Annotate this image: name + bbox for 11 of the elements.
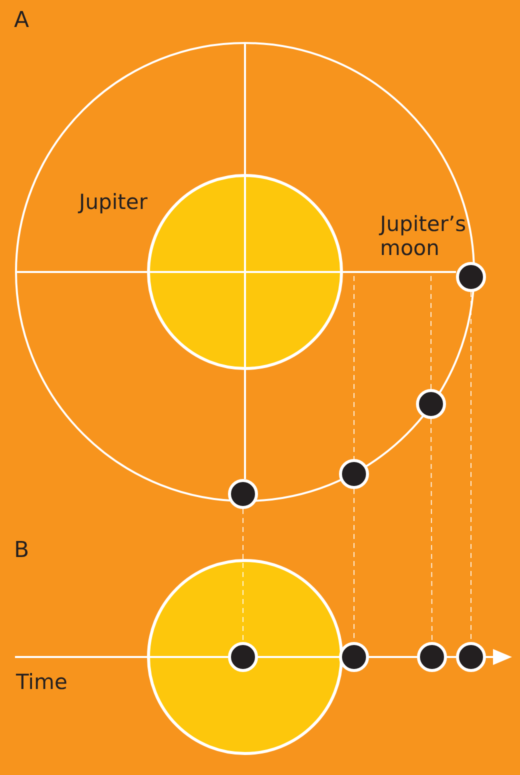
axis-line: [16, 271, 147, 273]
panel-letter: B: [14, 538, 30, 564]
projection-line: [430, 418, 432, 642]
axis-line: [343, 271, 456, 273]
panel-letter: A: [14, 8, 30, 34]
axis-line: [244, 370, 246, 479]
planet-label: Jupiter: [79, 190, 148, 214]
axis-line: [244, 43, 246, 174]
moon-label: Jupiter’s moon: [380, 212, 468, 260]
projection-line: [242, 508, 244, 642]
axis-label: Time: [16, 670, 68, 694]
